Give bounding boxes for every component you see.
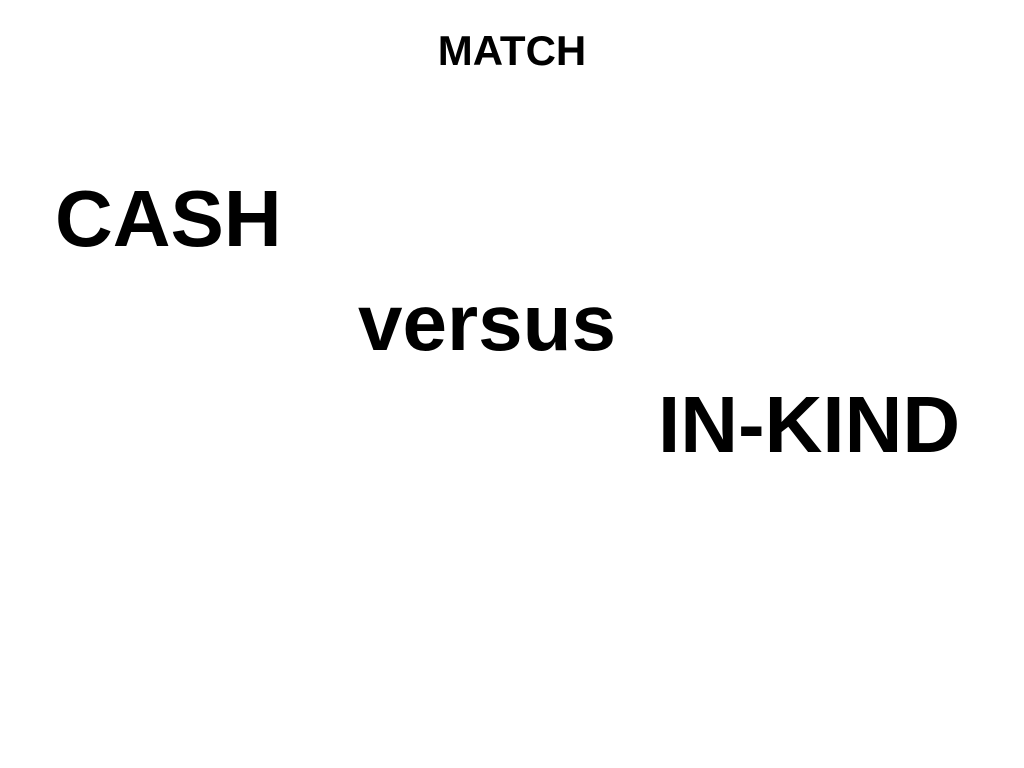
slide-title: MATCH	[437, 27, 587, 74]
in-kind-text: IN-KIND	[658, 380, 961, 469]
versus-text: versus	[358, 278, 616, 367]
cash-text: CASH	[55, 174, 282, 263]
